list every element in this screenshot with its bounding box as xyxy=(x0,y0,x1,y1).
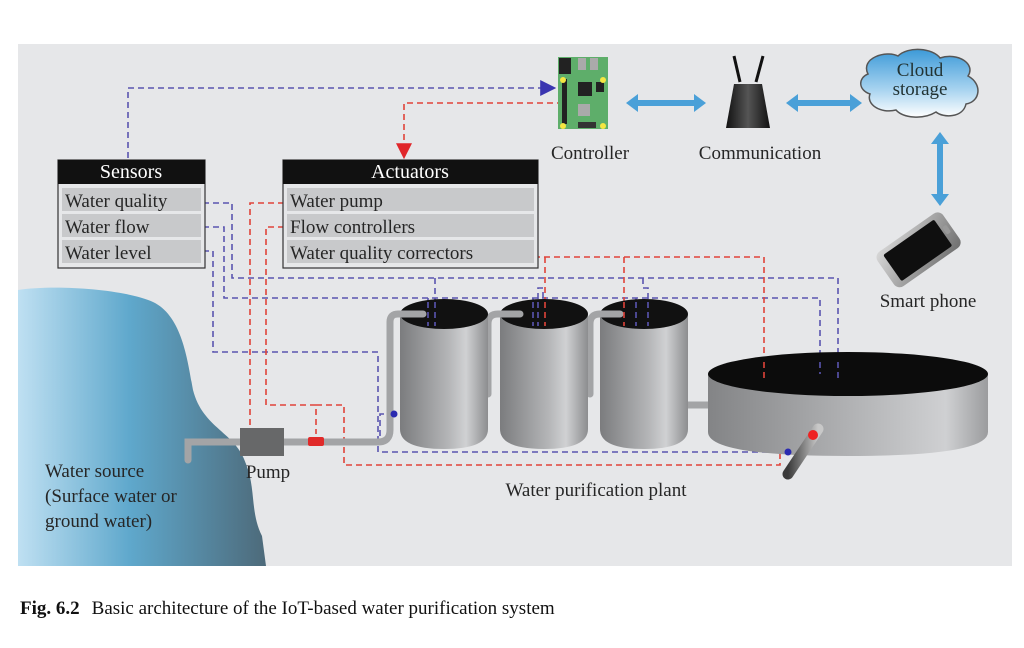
controller-board-icon xyxy=(558,57,608,129)
link-arrows xyxy=(626,94,949,206)
actuator-item-flow-controllers: Flow controllers xyxy=(290,217,415,238)
cloud-label-line1: Cloud xyxy=(897,60,944,81)
actuator-item-water-quality-correctors: Water quality correctors xyxy=(290,243,473,264)
diagram-panel: Cloud storage Sensors Water quality Wate… xyxy=(18,44,1012,566)
actuator-item-water-pump: Water pump xyxy=(290,191,383,212)
water-source-label-line3: ground water) xyxy=(45,511,152,532)
water-quality-probe xyxy=(782,423,824,480)
actuator-signal-lines xyxy=(249,102,813,466)
water-source-shape xyxy=(18,287,266,566)
cloud-label-line2: storage xyxy=(893,79,948,100)
figure-number: Fig. 6.2 xyxy=(20,598,80,619)
figure-caption-text: Basic architecture of the IoT-based wate… xyxy=(91,598,555,619)
storage-tank xyxy=(708,352,988,456)
actuators-title: Actuators xyxy=(371,161,449,183)
actuators-box: Actuators Water pump Flow controllers Wa… xyxy=(282,159,539,269)
sensor-item-water-quality: Water quality xyxy=(65,191,168,212)
sensor-item-water-flow: Water flow xyxy=(65,217,150,238)
water-source-label-line1: Water source xyxy=(45,461,144,482)
pump-label: Pump xyxy=(246,462,290,483)
smartphone-label: Smart phone xyxy=(880,291,977,312)
controller-communication-arrow xyxy=(626,94,706,112)
filter-tank-2 xyxy=(500,299,588,449)
plant-label: Water purification plant xyxy=(505,480,687,501)
water-source-label-line2: (Surface water or xyxy=(45,486,178,507)
flow-sensor-dot xyxy=(390,410,398,418)
pump xyxy=(240,428,284,456)
flow-controller-valve xyxy=(308,437,324,446)
router-icon xyxy=(726,55,770,128)
smartphone-icon xyxy=(876,212,961,288)
cloud-phone-arrow xyxy=(931,132,949,206)
filter-tank-3 xyxy=(600,299,688,449)
communication-label: Communication xyxy=(699,143,822,164)
figure-caption: Fig. 6.2 Basic architecture of the IoT-ba… xyxy=(20,598,555,620)
sensors-title: Sensors xyxy=(100,161,162,183)
sensor-item-water-level: Water level xyxy=(65,243,152,264)
cloud-storage-icon: Cloud storage xyxy=(860,48,979,118)
sensors-box: Sensors Water quality Water flow Water l… xyxy=(57,159,206,269)
filter-tank-1 xyxy=(400,299,488,449)
communication-cloud-arrow xyxy=(786,94,862,112)
controller-label: Controller xyxy=(551,143,630,164)
